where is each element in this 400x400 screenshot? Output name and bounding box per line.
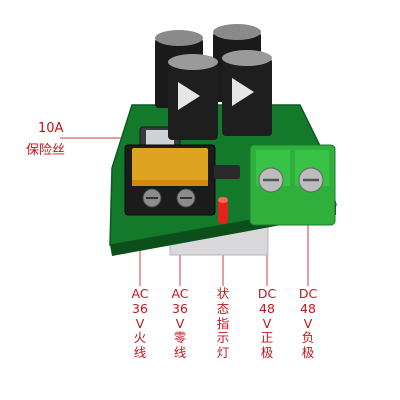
label-char: 零	[173, 330, 187, 346]
label-status-led: 状 态 指 示 灯	[212, 286, 234, 361]
label-char: 示	[216, 330, 230, 346]
fuse-name-label: 保险丝	[26, 143, 66, 158]
label-char: V	[135, 315, 145, 331]
label-char: 灯	[216, 345, 230, 361]
small-component	[214, 165, 240, 179]
label-dc-negative: DC 48 V 负 极	[297, 286, 319, 361]
label-char: 负	[301, 330, 315, 346]
label-char: 指	[216, 315, 230, 331]
label-char: 48	[300, 300, 316, 316]
label-char: 极	[260, 345, 274, 361]
label-char: 线	[173, 345, 187, 361]
status-led	[218, 197, 228, 224]
label-char: AC	[131, 286, 149, 301]
label-char: DC	[298, 286, 318, 301]
fuse-rating-label: 10A	[38, 121, 64, 136]
label-char: 36	[132, 300, 148, 316]
label-dc-positive: DC 48 V 正 极	[256, 286, 278, 361]
label-char: DC	[257, 286, 277, 301]
label-char: 36	[172, 300, 188, 316]
label-char: V	[175, 315, 185, 331]
label-char: 极	[301, 345, 315, 361]
label-char: 正	[260, 330, 274, 346]
label-char: AC	[171, 286, 189, 301]
label-char: 线	[133, 345, 147, 361]
label-char: 火	[133, 330, 147, 346]
label-ac-neutral: AC 36 V 零 线	[169, 286, 191, 361]
label-char: 态	[216, 300, 230, 316]
label-char: V	[262, 315, 272, 331]
ac-terminal-block	[124, 144, 216, 216]
capacitors	[155, 24, 272, 140]
label-char: 48	[259, 300, 275, 316]
dc-terminal-block	[249, 144, 336, 226]
label-char: V	[303, 315, 313, 331]
label-ac-live: AC 36 V 火 线	[129, 286, 151, 361]
label-char: 状	[216, 286, 230, 301]
